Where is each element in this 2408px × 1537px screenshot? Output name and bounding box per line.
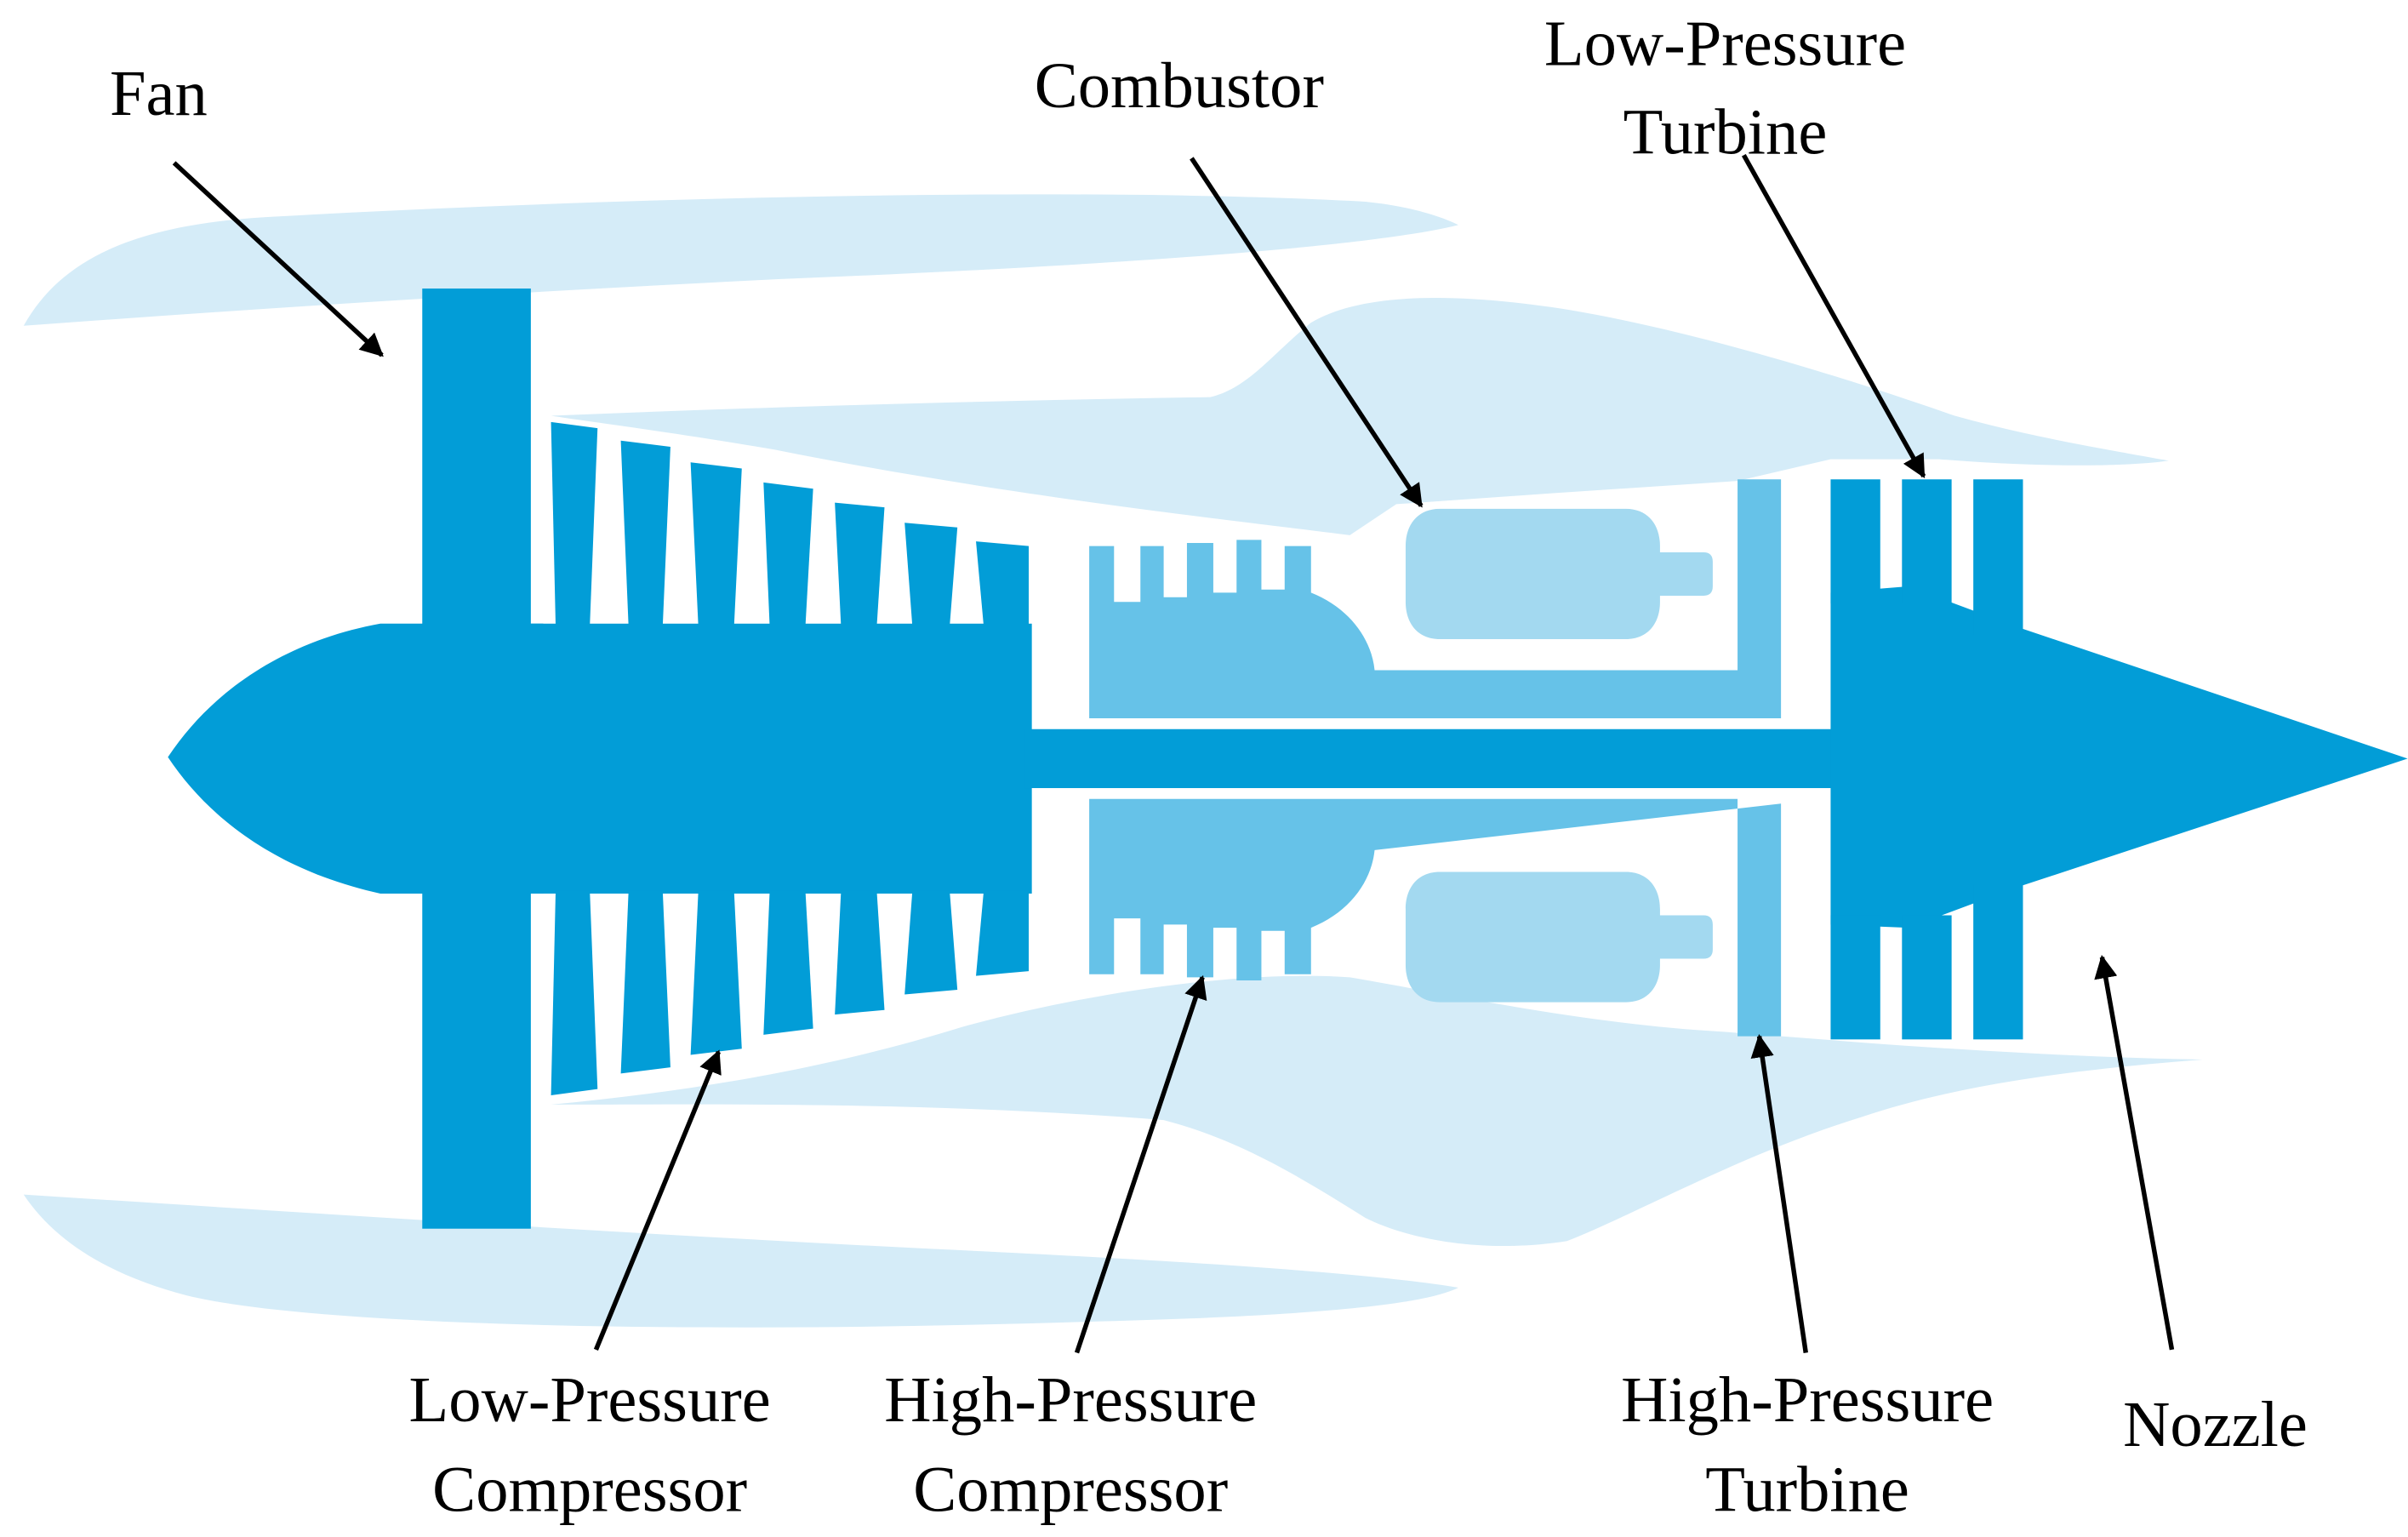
combustor-arrow <box>1190 157 1424 508</box>
nacelle-casings <box>23 194 2203 1328</box>
lpc-blade <box>904 890 958 995</box>
hpc-drum-bottom <box>1089 798 1782 1037</box>
lpc-blade <box>690 462 742 627</box>
label-fan: Fan <box>110 57 208 129</box>
core-cowl-bottom <box>551 975 2203 1247</box>
lpt-blade <box>1902 479 1952 604</box>
lpc-blade <box>763 890 813 1035</box>
lp-turbine-blades <box>1830 479 2023 1040</box>
lpc-arrow <box>593 1049 722 1351</box>
leader-arrows <box>172 153 2175 1354</box>
lpt-blade <box>1973 479 2023 635</box>
labels: Fan Combustor Low-Pressure Turbine Low-P… <box>110 8 2308 1526</box>
nozzle-arrow <box>2094 955 2175 1351</box>
main-shaft <box>1024 729 1846 789</box>
lpt-blade <box>1973 884 2023 1040</box>
lpc-blade <box>551 890 598 1095</box>
label-lpc-line1: Low-Pressure <box>409 1363 771 1436</box>
lp-compressor-blades-top <box>551 421 1030 627</box>
label-hpc-line1: High-Pressure <box>884 1363 1257 1436</box>
label-nozzle: Nozzle <box>2123 1388 2308 1460</box>
low-pressure-spool <box>168 289 2408 1229</box>
combustor-top <box>1405 508 1713 640</box>
lpc-blade <box>835 890 885 1015</box>
lpc-blade <box>620 440 670 627</box>
hpc-arrow <box>1074 974 1207 1354</box>
lp-shaft <box>528 623 1032 894</box>
lp-compressor-blades-bottom <box>551 890 1030 1095</box>
fan-arrow <box>172 161 384 357</box>
combustor-bottom <box>1405 871 1713 1003</box>
high-pressure-spool <box>1089 479 1782 1037</box>
label-combustor: Combustor <box>1035 49 1324 122</box>
fan-blade <box>422 289 531 1229</box>
lpc-blade <box>904 523 958 627</box>
lpc-blade <box>763 482 813 627</box>
label-hpt-line2: Turbine <box>1705 1453 1909 1525</box>
hpc-drum-top <box>1089 479 1782 718</box>
hpt-arrow <box>1750 1033 1808 1353</box>
outer-nacelle-top <box>23 194 1458 326</box>
lpc-blade <box>976 541 1030 627</box>
lpt-blade <box>1830 479 1880 604</box>
label-hpc-line2: Compressor <box>913 1453 1228 1525</box>
label-lpc-line2: Compressor <box>432 1453 747 1525</box>
label-lpt-line1: Low-Pressure <box>1544 8 1906 80</box>
lpt-blade <box>1830 915 1880 1040</box>
lpc-blade <box>835 502 885 627</box>
lpc-blade <box>620 890 670 1074</box>
outer-nacelle-bottom <box>23 1194 1458 1328</box>
combustor-chambers <box>1405 508 1713 1003</box>
lpc-blade <box>551 421 598 627</box>
label-lpt-line2: Turbine <box>1623 95 1828 168</box>
lp-turbine-hub-cone <box>1830 586 2408 928</box>
label-hpt-line1: High-Pressure <box>1621 1363 1994 1436</box>
lpt-blade <box>1902 915 1952 1040</box>
lpt-arrow <box>1741 153 1926 479</box>
lpc-blade <box>690 890 742 1055</box>
lpc-blade <box>976 890 1030 976</box>
